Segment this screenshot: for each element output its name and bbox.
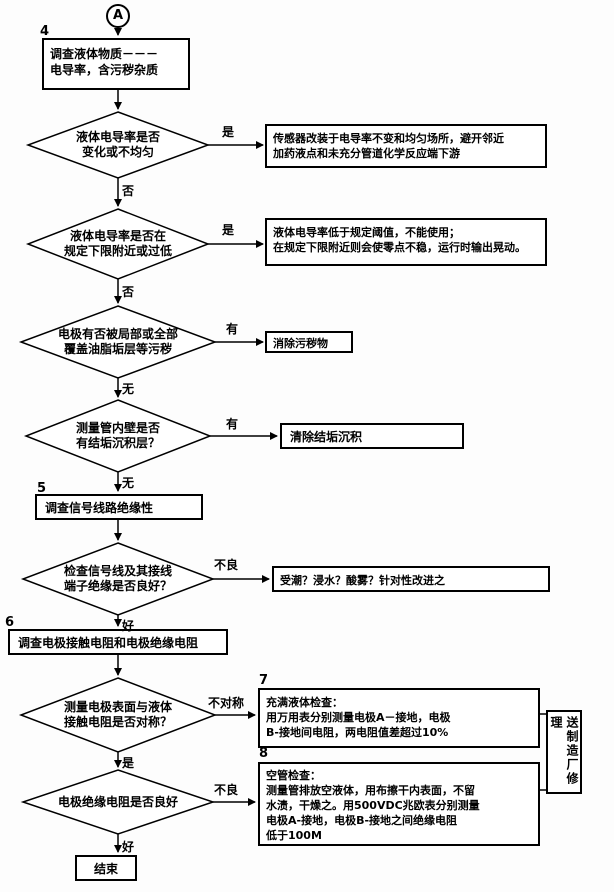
branch-label-bad-5: 不良 bbox=[214, 558, 239, 572]
decision-signal-line-insulation: 检查信号线及其接线 端子绝缘是否良好？ bbox=[63, 564, 172, 593]
connector-a: A bbox=[106, 4, 130, 28]
branch-label-good-7: 好 bbox=[122, 840, 135, 854]
note-full-liquid-check: 充满液体检查： 用万用表分别测量电极A－接地，电极 B-接地间电阻，两电阻值差超… bbox=[258, 688, 540, 748]
branch-label-yes-1: 是 bbox=[222, 125, 235, 139]
action-remove-scale: 清除结垢沉积 bbox=[280, 423, 464, 449]
branch-label-none-4: 无 bbox=[122, 476, 135, 490]
step-number-8: 8 bbox=[259, 746, 269, 761]
branch-label-yes-2: 是 bbox=[222, 223, 235, 237]
process-investigate-electrode: 调查电极接触电阻和电极绝缘电阻 bbox=[8, 629, 228, 655]
decision-diamond-7 bbox=[20, 769, 216, 835]
decision-diamond-2 bbox=[25, 208, 211, 280]
process-investigate-signal-insulation: 调查信号线路绝缘性 bbox=[35, 494, 203, 520]
action-moisture-fix: 受潮？浸水？酸雾？针对性改进之 bbox=[272, 566, 550, 592]
terminal-end: 结束 bbox=[75, 855, 137, 881]
note-empty-pipe-check: 空管检查： 测量管排放空液体，用布擦干内表面，不留 水渍，干燥之。用500VDC… bbox=[258, 762, 540, 846]
branch-label-yes-6: 是 bbox=[122, 756, 135, 770]
decision-diamond-5 bbox=[20, 542, 216, 616]
decision-conductivity-near-lower-limit: 液体电导率是否在 规定下限附近或过低 bbox=[63, 229, 172, 258]
action-sensor-relocate: 传感器改装于电导率不变和均匀场所，避开邻近 加药液点和未充分管道化学反应端下游 bbox=[265, 124, 547, 168]
note-conductivity-low: 液体电导率低于规定阈值，不能使用； 在规定下限附近则会使零点不稳，运行时输出晃动… bbox=[265, 218, 547, 266]
branch-label-no-1: 否 bbox=[122, 184, 135, 198]
branch-label-have-3: 有 bbox=[226, 322, 239, 336]
branch-label-have-4: 有 bbox=[226, 417, 239, 431]
terminal-send-repair: 送制造厂修理 bbox=[546, 710, 582, 794]
step-number-5: 5 bbox=[37, 481, 47, 496]
decision-conductivity-change: 液体电导率是否 变化或不均匀 bbox=[75, 130, 160, 159]
step-number-4: 4 bbox=[40, 24, 50, 39]
action-remove-fouling: 消除污秽物 bbox=[265, 331, 353, 353]
decision-diamond-3 bbox=[18, 305, 218, 379]
decision-contact-resistance-symmetric: 测量电极表面与液体 接触电阻是否对称？ bbox=[63, 700, 172, 729]
process-investigate-liquid: 调查液体物质－－－ 电导率，含污秽杂质 bbox=[42, 38, 190, 90]
step-number-7: 7 bbox=[259, 673, 269, 688]
branch-label-not-symmetric-6: 不对称 bbox=[208, 696, 245, 710]
decision-pipe-wall-scale: 测量管内壁是否 有结垢沉积层？ bbox=[75, 421, 160, 450]
decision-electrode-covered: 电极有否被局部或全部 覆盖油脂垢层等污秽 bbox=[57, 327, 178, 356]
decision-electrode-insulation-good: 电极绝缘电阻是否良好 bbox=[57, 795, 178, 809]
branch-label-none-3: 无 bbox=[122, 382, 135, 396]
branch-label-bad-7: 不良 bbox=[214, 783, 239, 797]
branch-label-good-5: 好 bbox=[122, 619, 135, 633]
decision-diamond-4 bbox=[23, 399, 213, 473]
connector-a-label: A bbox=[112, 8, 124, 23]
step-number-6: 6 bbox=[5, 615, 15, 630]
branch-label-no-2: 否 bbox=[122, 285, 135, 299]
decision-diamond-1 bbox=[25, 111, 211, 179]
decision-diamond-6 bbox=[18, 677, 218, 753]
